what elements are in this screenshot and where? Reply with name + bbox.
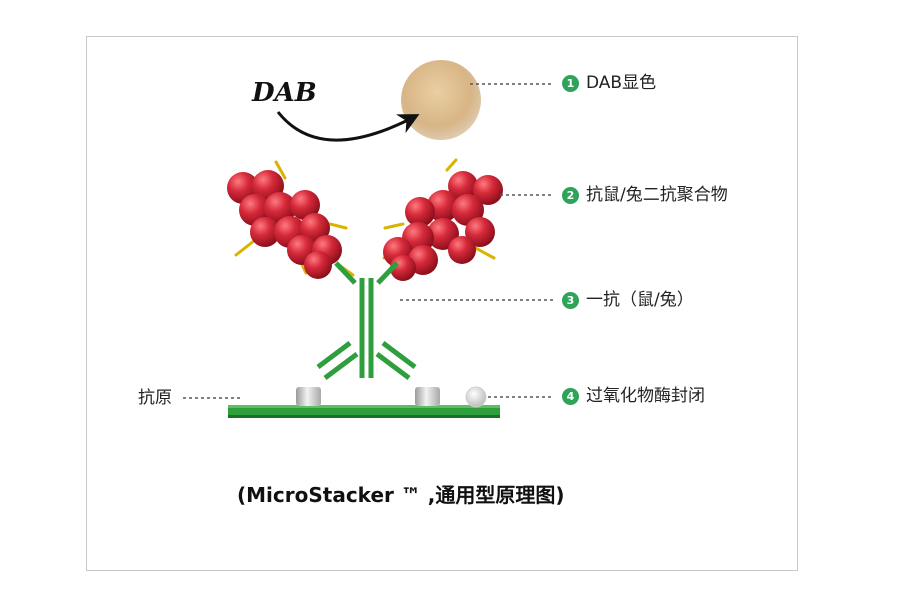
dab-blob	[401, 60, 481, 140]
leader-lines	[183, 83, 553, 399]
peroxidase-block-particle	[465, 386, 487, 408]
dab-text: DAB	[252, 78, 317, 108]
reaction-arrow	[276, 111, 420, 142]
figure-caption: (MicroStacker ™ ,通用型原理图)	[237, 483, 565, 507]
label-dab-stain: DAB显色	[586, 73, 657, 93]
label-secondary-polymer: 抗鼠/兔二抗聚合物	[586, 185, 728, 205]
polymer-cluster-right	[383, 171, 503, 281]
antigen-right	[415, 387, 440, 406]
label-peroxidase-block: 过氧化物酶封闭	[586, 386, 705, 406]
label-number-3: 3	[562, 292, 579, 309]
antigen-left	[296, 387, 321, 406]
membrane	[228, 405, 500, 418]
primary-antibody	[316, 261, 417, 380]
label-antigen: 抗原	[138, 388, 172, 408]
label-number-4: 4	[562, 388, 579, 405]
label-number-2: 2	[562, 187, 579, 204]
polymer-cluster-left	[227, 170, 342, 279]
label-primary-antibody: 一抗（鼠/兔）	[586, 290, 694, 310]
label-number-1: 1	[562, 75, 579, 92]
